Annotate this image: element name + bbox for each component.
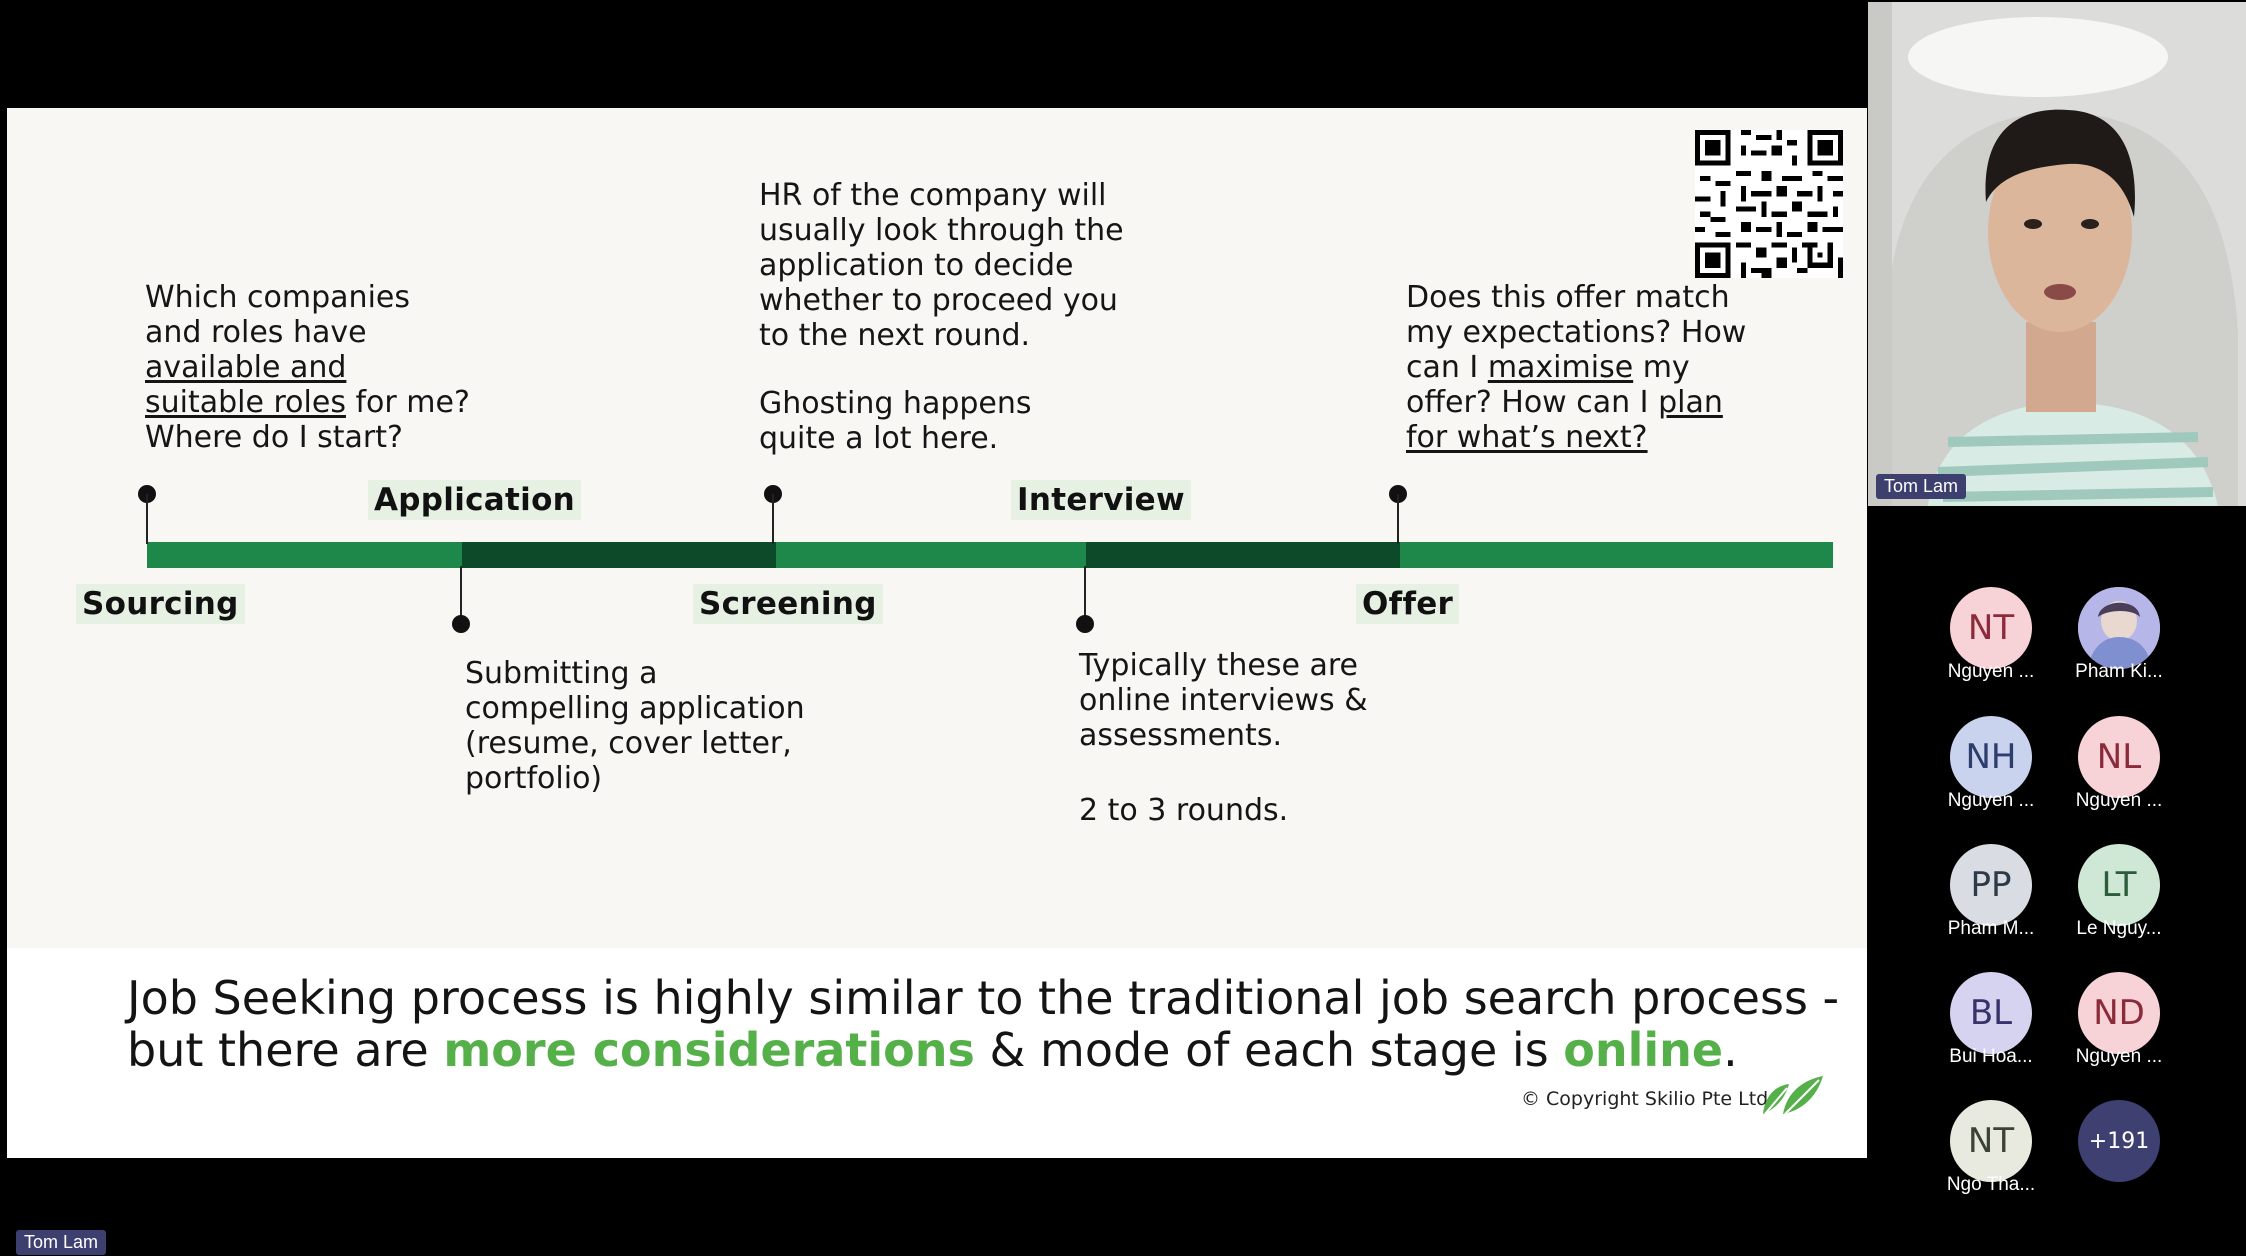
headline-text: but there are bbox=[127, 1023, 444, 1077]
offer-description-line: my bbox=[1633, 350, 1690, 385]
headline-text: & mode of each stage is bbox=[974, 1023, 1564, 1077]
participant-avatar: BL bbox=[1950, 972, 2032, 1054]
sourcing-description-underlined: suitable roles bbox=[145, 385, 346, 420]
screening-description-line: to the next round. bbox=[759, 318, 1031, 353]
participant-name: Nguyen ... bbox=[2075, 1046, 2163, 1067]
stage-label-screening: Screening bbox=[693, 584, 883, 624]
screening-description-line: quite a lot here. bbox=[759, 421, 999, 456]
participant-name: Nguyen ... bbox=[1947, 790, 2035, 811]
participant-name: Nguyen ... bbox=[2075, 790, 2163, 811]
offer-description-line: offer? How can I bbox=[1406, 385, 1659, 420]
participant-avatar: NH bbox=[1950, 716, 2032, 798]
qr-code bbox=[1695, 130, 1843, 278]
participant-avatar bbox=[2078, 587, 2160, 669]
timeline-marker-application bbox=[452, 615, 470, 633]
offer-description-underlined: for what’s next? bbox=[1406, 420, 1648, 455]
application-description: Submitting a compelling application (res… bbox=[465, 656, 805, 796]
headline-text: . bbox=[1723, 1023, 1738, 1077]
participant-avatar: ND bbox=[2078, 972, 2160, 1054]
participant-photo-icon bbox=[2078, 587, 2160, 669]
participant-avatar: NT bbox=[1950, 1100, 2032, 1182]
interview-description-line: 2 to 3 rounds. bbox=[1079, 793, 1289, 828]
screening-description-line: HR of the company will bbox=[759, 178, 1107, 213]
sourcing-description-underlined: available and bbox=[145, 350, 347, 385]
leaf-logo-icon bbox=[1763, 1076, 1823, 1115]
screening-description-line: whether to proceed you bbox=[759, 283, 1118, 318]
sourcing-description: Which companies and roles have available… bbox=[145, 280, 470, 455]
screening-description: HR of the company will usually look thro… bbox=[759, 178, 1124, 456]
offer-description-underlined: maximise bbox=[1487, 350, 1634, 385]
participant-avatar: PP bbox=[1950, 844, 2032, 926]
interview-description-line: online interviews & bbox=[1079, 683, 1368, 718]
participant-name: Ngo Tha... bbox=[1946, 1174, 2036, 1195]
offer-description: Does this offer match my expectations? H… bbox=[1406, 280, 1746, 455]
screening-description-line: application to decide bbox=[759, 248, 1074, 283]
stage-label-offer: Offer bbox=[1356, 584, 1460, 624]
sourcing-description-line: for me? bbox=[345, 385, 470, 420]
headline-highlight: more considerations bbox=[443, 1023, 975, 1077]
timeline-bar bbox=[147, 542, 1833, 568]
participant-name: Pham M... bbox=[1947, 918, 2035, 939]
slide-footer-band bbox=[7, 948, 1867, 1158]
speaker-video-tile[interactable]: Tom Lam bbox=[1868, 2, 2246, 506]
application-description-line: compelling application bbox=[465, 691, 805, 726]
speaker-video-feed bbox=[1868, 2, 2246, 506]
screening-description-line: usually look through the bbox=[759, 213, 1124, 248]
offer-description-underlined: plan bbox=[1658, 385, 1723, 420]
timeline-marker-interview bbox=[1076, 615, 1094, 633]
timeline-stem bbox=[1084, 566, 1086, 622]
stage-label-interview: Interview bbox=[1011, 480, 1191, 520]
application-description-line: (resume, cover letter, bbox=[465, 726, 792, 761]
participant-avatar: LT bbox=[2078, 844, 2160, 926]
application-description-line: Submitting a bbox=[465, 656, 658, 691]
copyright-text: © Copyright Skilio Pte Ltd bbox=[1521, 1088, 1769, 1110]
screening-description-line: Ghosting happens bbox=[759, 386, 1032, 421]
participant-name: Le Nguy... bbox=[2076, 918, 2162, 939]
timeline-stem bbox=[772, 494, 774, 544]
interview-description-line: assessments. bbox=[1079, 718, 1282, 753]
offer-description-line: my expectations? How bbox=[1406, 315, 1747, 350]
headline-highlight: online bbox=[1563, 1023, 1724, 1077]
timeline-stem bbox=[146, 494, 148, 544]
speaker-name-tag: Tom Lam bbox=[1876, 474, 1967, 499]
timeline-segment-application bbox=[462, 542, 776, 568]
self-view-name-tag: Tom Lam bbox=[16, 1230, 107, 1255]
slide-headline: Job Seeking process is highly similar to… bbox=[127, 972, 1839, 1076]
sourcing-description-line: and roles have bbox=[145, 315, 367, 350]
headline-line: Job Seeking process is highly similar to… bbox=[127, 971, 1840, 1025]
participant-avatar: NL bbox=[2078, 716, 2160, 798]
interview-description: Typically these are online interviews & … bbox=[1079, 648, 1368, 828]
timeline-segment-interview bbox=[1086, 542, 1400, 568]
stage-label-application: Application bbox=[368, 480, 582, 520]
offer-description-line: Does this offer match bbox=[1406, 280, 1730, 315]
more-participants-count: +191 bbox=[2078, 1100, 2160, 1182]
stage-label-sourcing: Sourcing bbox=[76, 584, 245, 624]
participant-name: Nguyen ... bbox=[1947, 661, 2035, 682]
sourcing-description-line: Where do I start? bbox=[145, 420, 403, 455]
participant-name: Pham Ki... bbox=[2075, 661, 2163, 682]
shared-slide: Which companies and roles have available… bbox=[7, 108, 1867, 1158]
timeline-stem bbox=[460, 566, 462, 622]
sourcing-description-line: Which companies bbox=[145, 280, 410, 315]
participant-avatar: NT bbox=[1950, 587, 2032, 669]
participant-name: Bui Hoa... bbox=[1949, 1046, 2033, 1067]
interview-description-line: Typically these are bbox=[1079, 648, 1358, 683]
timeline-stem bbox=[1397, 494, 1399, 544]
offer-description-line: can I bbox=[1406, 350, 1488, 385]
application-description-line: portfolio) bbox=[465, 761, 603, 796]
